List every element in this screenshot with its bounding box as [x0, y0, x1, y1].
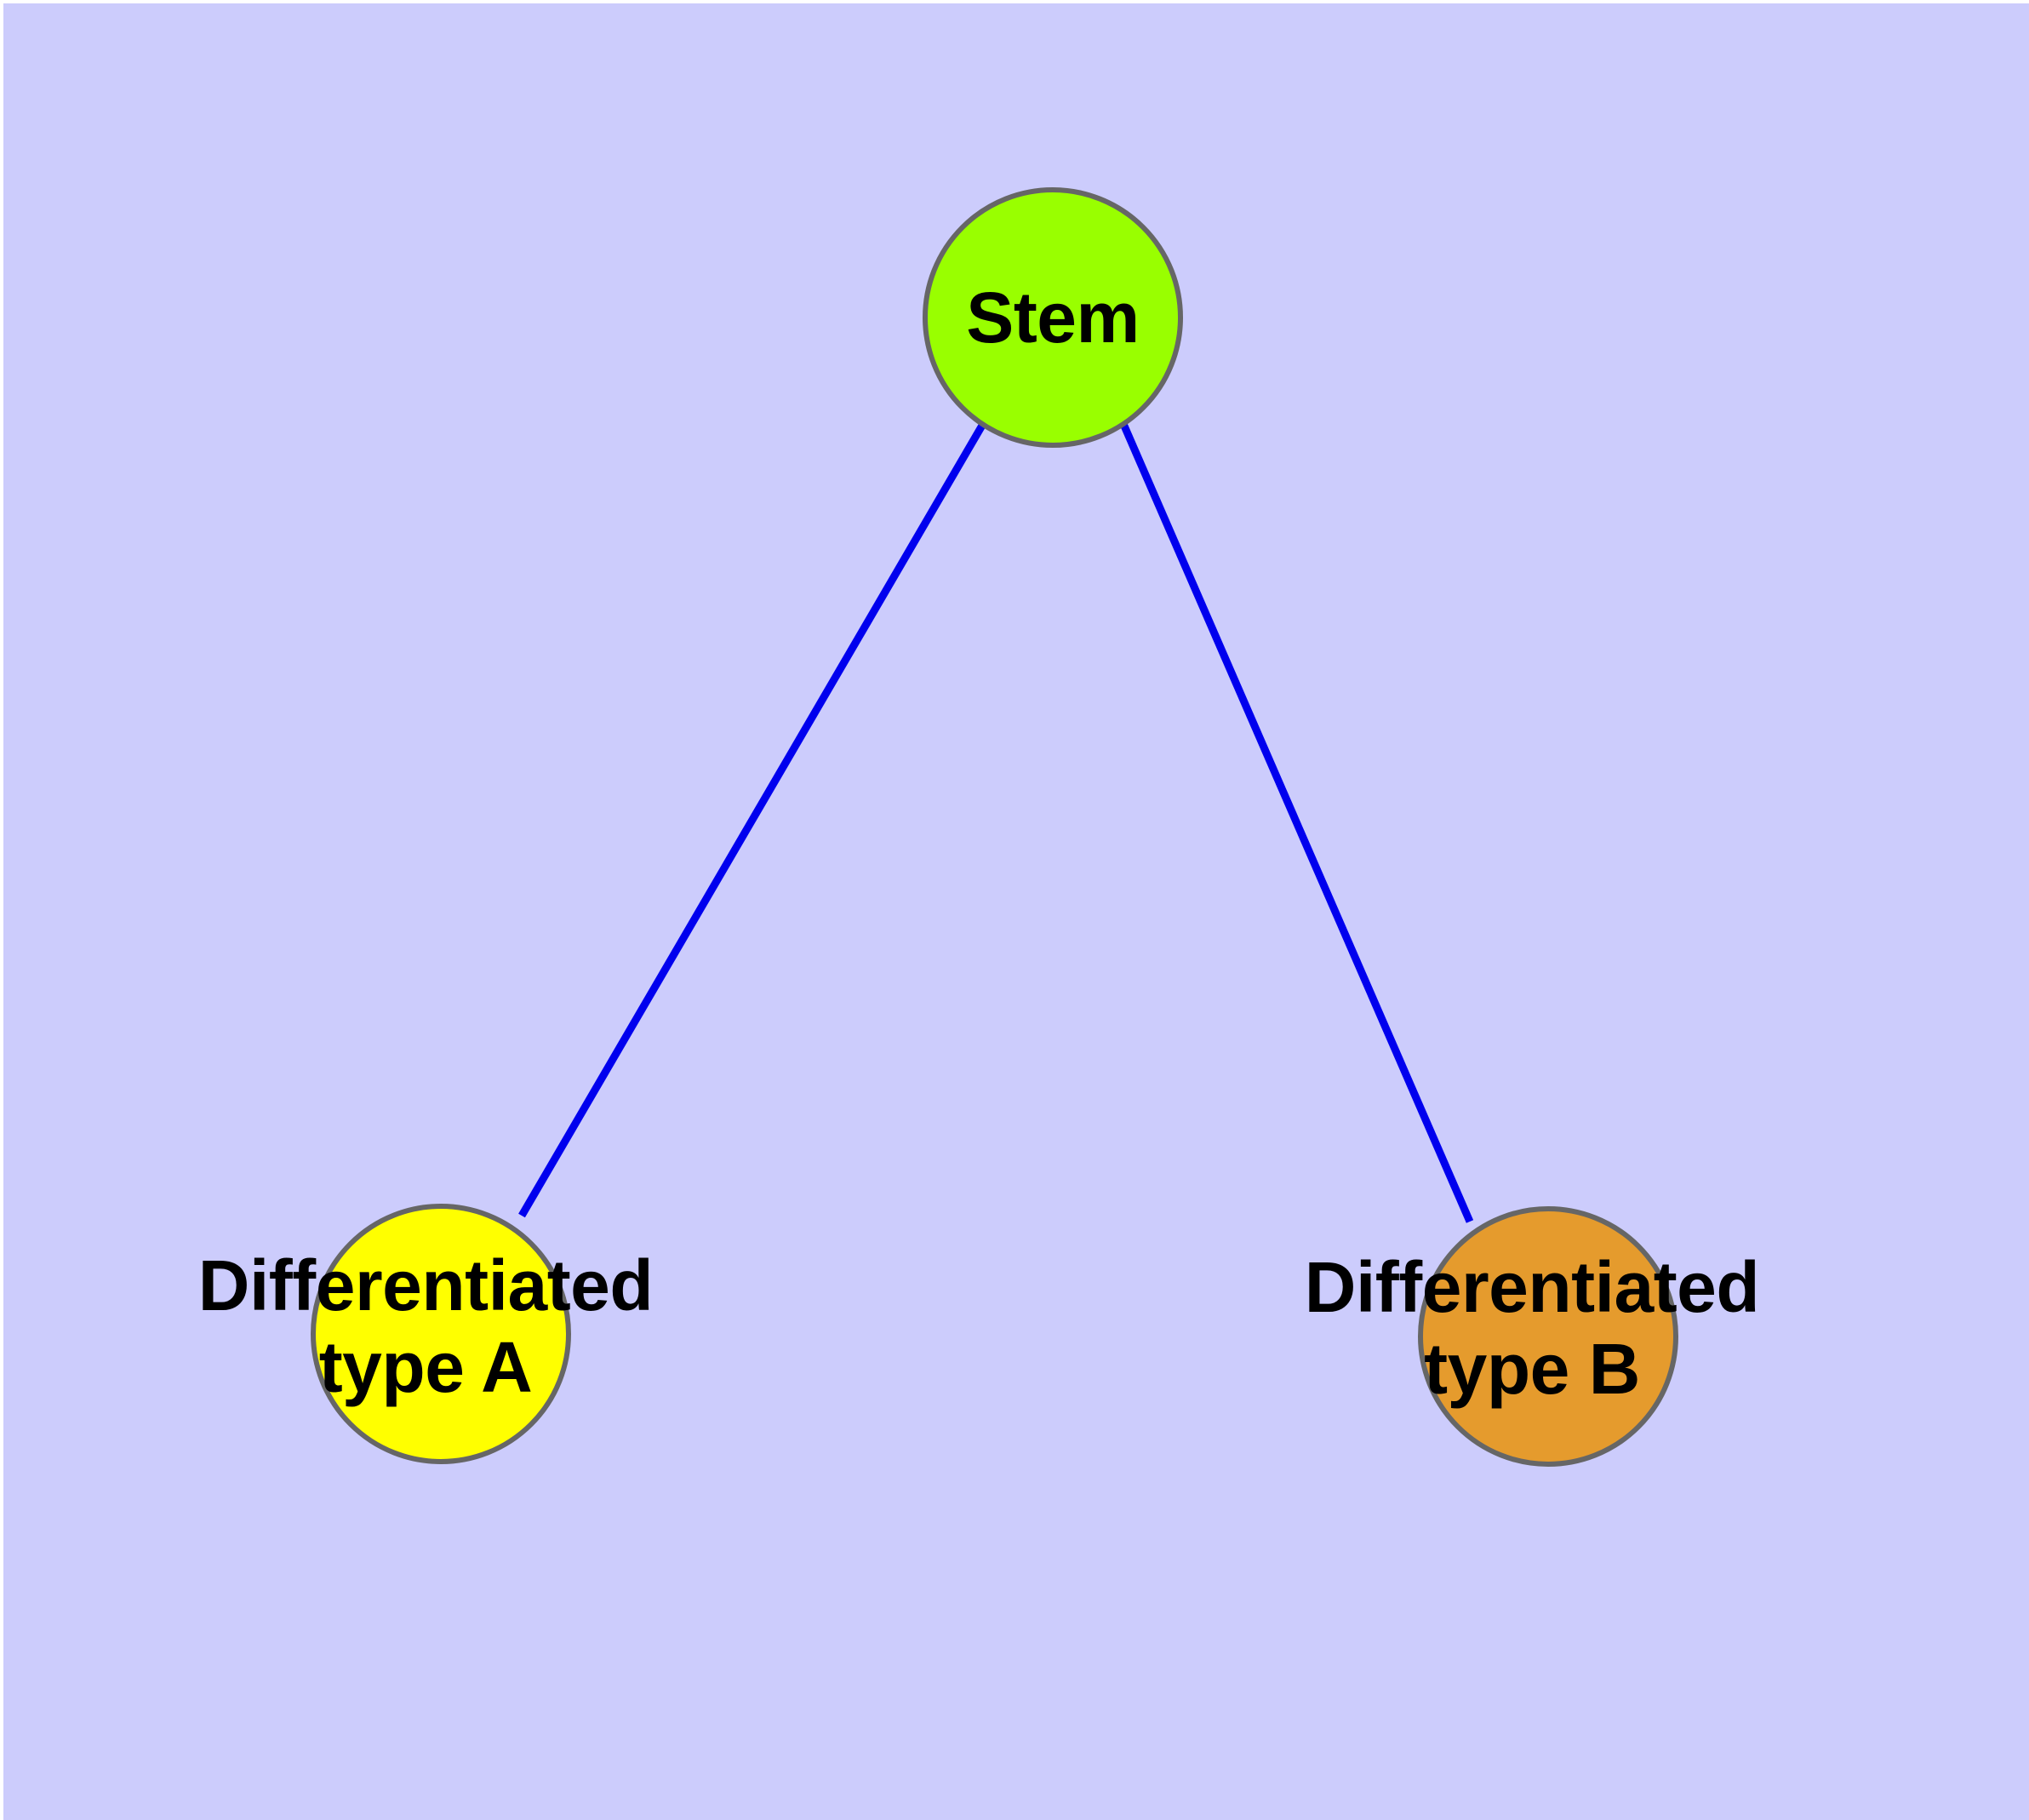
- graph-node-stem[interactable]: [923, 187, 1183, 448]
- edges-layer: [518, 421, 1474, 1223]
- graph-node-diff_b[interactable]: [1418, 1206, 1678, 1467]
- graph-edge-stem-diff_a[interactable]: [518, 421, 986, 1218]
- nodes-layer: [311, 187, 1678, 1467]
- graph-edge-stem-diff_b[interactable]: [1119, 422, 1474, 1223]
- graph-node-diff_a[interactable]: [311, 1204, 571, 1464]
